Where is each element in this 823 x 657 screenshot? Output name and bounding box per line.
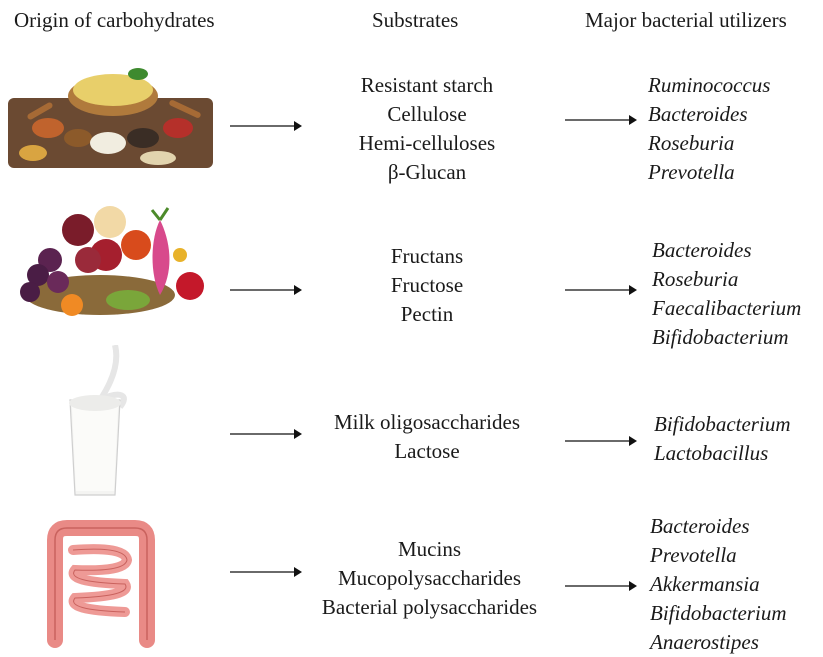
substrate-item: Pectin [317,300,537,329]
bacteria-list-row1: Ruminococcus Bacteroides Roseburia Prevo… [648,71,770,187]
substrate-item: Fructans [317,242,537,271]
arrow-row4-right [565,580,637,592]
bacteria-list-row3: Bifidobacterium Lactobacillus [654,410,790,468]
substrate-item: Bacterial polysaccharides [297,593,562,622]
bacteria-item: Bifidobacterium [652,323,801,352]
bacteria-item: Bacteroides [650,512,786,541]
bacteria-item: Roseburia [648,129,770,158]
arrow-row2-right [565,284,637,296]
grains-spices-icon [8,58,213,168]
bacteria-item: Bacteroides [652,236,801,265]
substrate-list-row3: Milk oligosaccharides Lactose [317,408,537,466]
substrate-item: Resistant starch [317,71,537,100]
bacteria-item: Bifidobacterium [650,599,786,628]
substrate-item: Hemi-celluloses [317,129,537,158]
bacteria-item: Bifidobacterium [654,410,790,439]
arrow-row4-left [230,566,302,578]
bacteria-item: Bacteroides [648,100,770,129]
bacteria-item: Akkermansia [650,570,786,599]
substrate-item: Mucins [297,535,562,564]
arrow-row1-left [230,120,302,132]
bacteria-list-row2: Bacteroides Roseburia Faecalibacterium B… [652,236,801,352]
substrate-item: β-Glucan [317,158,537,187]
substrate-list-row1: Resistant starch Cellulose Hemi-cellulos… [317,71,537,187]
bacteria-item: Lactobacillus [654,439,790,468]
arrow-row3-right [565,435,637,447]
substrate-item: Cellulose [317,100,537,129]
substrate-item: Milk oligosaccharides [317,408,537,437]
fruit-basket-icon [10,200,220,320]
arrow-row1-right [565,114,637,126]
substrate-list-row4: Mucins Mucopolysaccharides Bacterial pol… [297,535,562,622]
bacteria-item: Prevotella [650,541,786,570]
header-substrates: Substrates [372,8,458,33]
arrow-row3-left [230,428,302,440]
substrate-item: Mucopolysaccharides [297,564,562,593]
intestine-icon [35,520,170,648]
substrate-item: Fructose [317,271,537,300]
substrate-item: Lactose [317,437,537,466]
header-origin: Origin of carbohydrates [14,8,215,33]
substrate-list-row2: Fructans Fructose Pectin [317,242,537,329]
bacteria-item: Faecalibacterium [652,294,801,323]
header-utilizers: Major bacterial utilizers [585,8,787,33]
bacteria-item: Prevotella [648,158,770,187]
milk-glass-icon [60,345,150,500]
bacteria-item: Ruminococcus [648,71,770,100]
bacteria-list-row4: Bacteroides Prevotella Akkermansia Bifid… [650,512,786,657]
bacteria-item: Roseburia [652,265,801,294]
arrow-row2-left [230,284,302,296]
